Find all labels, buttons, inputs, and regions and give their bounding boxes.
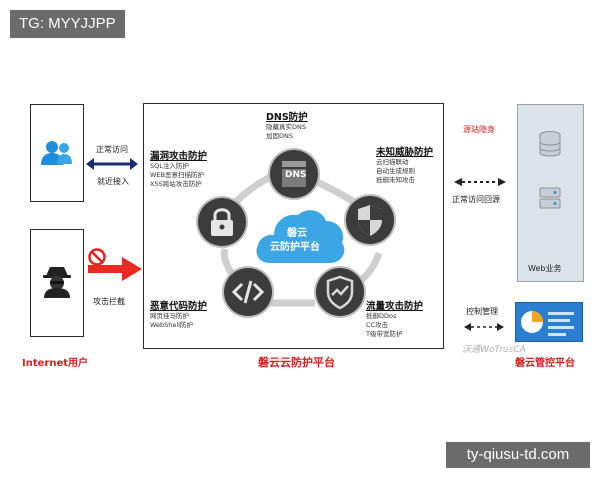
control-manage-label: 控制管理 [466, 307, 498, 316]
dashboard-icon [521, 311, 574, 336]
malicious-item: 网页挂马防护 [150, 312, 189, 320]
no-entry-icon [88, 248, 106, 266]
malicious-item: WebShell防护 [150, 321, 194, 329]
traffic-module-circle [316, 268, 364, 316]
dotted-arrow-icon [454, 178, 506, 186]
cloud-icon [256, 210, 345, 263]
watermark-top: TG: MYYJJPP [10, 10, 125, 38]
vuln-item: WEB恶意扫描防护 [150, 171, 204, 179]
control-platform-label: 磐云管控平台 [515, 358, 575, 369]
origin-hide-label: 源站隐身 [463, 125, 495, 134]
normal-back-label: 正常访问回源 [452, 195, 500, 204]
traffic-module: 流量攻击防护 抵御DDos CC攻击 T级带宽防护 [366, 298, 423, 339]
dns-module-circle [270, 150, 318, 198]
server-icon [282, 161, 306, 187]
web-business-label: Web业务 [528, 264, 562, 273]
unknown-module: 未知威胁防护 云扫描联动 自动生成规则 抵御未知攻击 [376, 144, 433, 185]
nearby-access-label: 就近接入 [97, 177, 129, 186]
normal-user-box [30, 104, 84, 202]
dns-module: DNS防护 隐藏真实DNS 加固DNS [266, 109, 308, 141]
unknown-item: 抵御未知攻击 [376, 176, 415, 184]
control-dotted-arrow-icon [464, 323, 504, 331]
unknown-module-circle [346, 196, 394, 244]
dns-title: DNS防护 [266, 112, 308, 123]
wechat-mark: 沃通WoTrusCA [462, 345, 526, 355]
attack-intercept-label: 攻击拦截 [93, 297, 125, 306]
traffic-item: 抵御DDos [366, 312, 397, 320]
vuln-title: 漏洞攻击防护 [150, 151, 208, 162]
dns-icon-label: DNS [285, 170, 307, 180]
unknown-item: 自动生成规则 [376, 167, 415, 175]
platform-title: 磐云云防护平台 [258, 356, 335, 369]
watermark-bottom: ty-qiusu-td.com [446, 442, 590, 468]
traffic-item: CC攻击 [366, 321, 389, 329]
hacker-icon [43, 267, 71, 298]
wave-shield-icon [326, 275, 354, 310]
shield-icon [358, 205, 382, 236]
vuln-module-circle [198, 198, 246, 246]
traffic-title: 流量攻击防护 [366, 301, 424, 312]
traffic-item: T级带宽防护 [366, 330, 403, 338]
bidirectional-arrow-icon [86, 158, 138, 170]
web-business-panel: Web业务 [517, 104, 584, 282]
unknown-title: 未知威胁防护 [376, 147, 434, 158]
dns-item: 加固DNS [266, 132, 293, 140]
code-icon [231, 280, 265, 304]
vuln-item: XSS跨站攻击防护 [150, 180, 202, 188]
malicious-module-circle [224, 268, 272, 316]
vuln-module: 漏洞攻击防护 SQL注入防护 WEB恶意扫描防护 XSS跨站攻击防护 [150, 148, 207, 189]
lock-icon [211, 208, 233, 236]
server-rack-icon [539, 187, 561, 209]
users-icon [41, 141, 72, 165]
malicious-module: 恶意代码防护 网页挂马防护 WebShell防护 [150, 298, 207, 330]
control-dashboard [515, 302, 583, 342]
center-line1: 磐云 [287, 228, 307, 239]
vuln-item: SQL注入防护 [150, 162, 189, 170]
center-line2: 云防护平台 [270, 242, 320, 253]
attack-arrow-icon [88, 257, 142, 281]
attacker-box [30, 229, 84, 337]
internet-user-label: Internet用户 [22, 358, 89, 369]
database-icon [539, 131, 561, 157]
malicious-title: 恶意代码防护 [150, 301, 208, 312]
unknown-item: 云扫描联动 [376, 158, 409, 166]
normal-access-label: 正常访问 [96, 145, 128, 154]
dns-item: 隐藏真实DNS [266, 123, 306, 131]
